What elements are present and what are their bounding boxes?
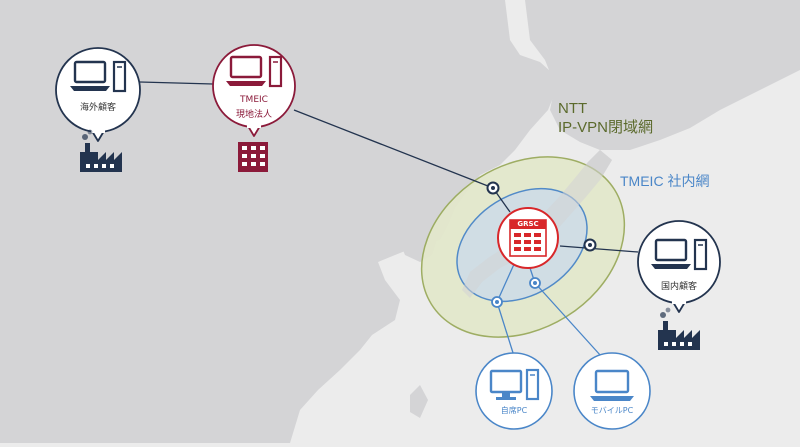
- laptop-icon: [226, 55, 266, 86]
- office-pc-node: [475, 352, 553, 430]
- laptop-icon: [651, 238, 691, 269]
- ntt-entry-dot-center: [491, 186, 495, 190]
- office-pc-label: 自席PC: [500, 406, 528, 415]
- laptop-icon: [590, 369, 634, 401]
- line-grsc-to-office: [496, 261, 516, 303]
- east-landmass: [525, 0, 800, 150]
- tower-icon: [693, 238, 708, 271]
- grsc-node: [497, 207, 559, 269]
- tower-icon: [112, 60, 127, 93]
- ntt-label-line2: IP-VPN閉域網: [558, 119, 654, 136]
- line-grsc-to-domestic: [559, 245, 639, 253]
- tmeic-network-label: TMEIC 社内網: [620, 173, 710, 189]
- laptop-icon: [70, 60, 110, 91]
- factory-icon: [80, 129, 122, 172]
- ntt-label-line1: NTT: [558, 100, 588, 117]
- line-office-drop: [496, 301, 515, 357]
- mobile-pc-label: モバイルPC: [590, 406, 634, 415]
- junction-dots: [486, 181, 597, 308]
- building-icon: [238, 142, 268, 172]
- domestic-customer-label: 国内顧客: [660, 282, 698, 292]
- overseas-customer-label: 海外顧客: [79, 103, 117, 113]
- local-subsidiary-node: [212, 44, 296, 137]
- taiwan-island: [410, 385, 428, 418]
- domestic-entry-dot-center: [588, 243, 592, 247]
- grsc-label: GRSC: [517, 220, 539, 228]
- domestic-customer-node: [637, 220, 721, 313]
- mobile-pc-node: [573, 352, 651, 430]
- asia-mainland: [0, 0, 560, 443]
- factory-icon: [658, 307, 700, 350]
- line-overseas-to-subsidiary: [139, 81, 214, 85]
- desktop-icon: [489, 369, 523, 400]
- mobile-junction-dot-center: [533, 281, 537, 285]
- subsidiary-label-line1: TMEIC: [240, 95, 268, 105]
- tower-icon: [268, 55, 283, 88]
- line-subsidiary-to-ntt: [293, 109, 494, 189]
- tower-icon: [525, 368, 540, 401]
- subsidiary-label-line2: 現地法人: [235, 110, 273, 120]
- server-rack-icon: [514, 233, 541, 251]
- office-junction-dot-center: [495, 300, 499, 304]
- overseas-customer-node: [55, 47, 141, 142]
- line-mobile-drop: [534, 282, 602, 357]
- connection-lines: [139, 81, 639, 357]
